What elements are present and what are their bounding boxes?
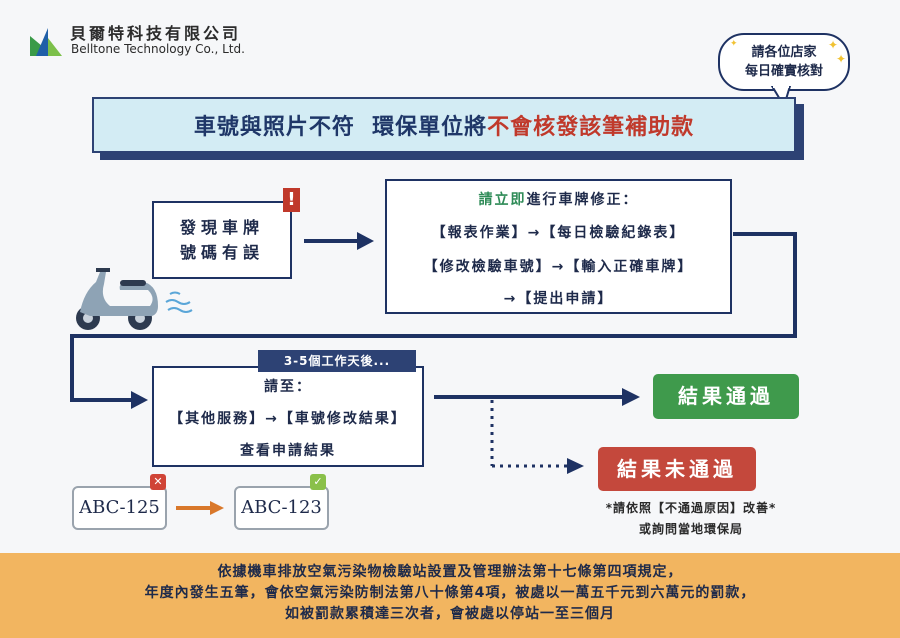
- step1-line-1: 發現車牌: [179, 218, 264, 237]
- bubble-line-1: 請各位店家: [751, 45, 817, 60]
- correct-plate: ABC-123: [234, 486, 329, 530]
- regulation-footer: 依據機車排放空氣污染物檢驗站設置及管理辦法第十七條第四項規定， 年度內發生五筆，…: [0, 553, 900, 638]
- step2-lead-rest: 進行車牌修正：: [526, 192, 639, 208]
- step-found-plate-error: 發現車牌 號碼有誤: [152, 201, 292, 279]
- fail-note-line-1: *請依照【不通過原因】改善*: [605, 501, 777, 515]
- step-check-result: 請至： 【其他服務】→【車號修改結果】 查看申請結果: [152, 366, 424, 467]
- company-logo-icon: [30, 28, 62, 56]
- step2-line-2: 【修改檢驗車號】→【輸入正確車牌】: [423, 259, 694, 275]
- wrong-x-icon: ✕: [150, 474, 166, 490]
- step2-line-3: →【提出申請】: [503, 291, 614, 307]
- sparkle-icon: ✦: [730, 39, 738, 49]
- scooter-icon: [76, 268, 193, 330]
- step3-line-1: 請至：: [264, 379, 312, 395]
- exclamation-icon: !: [283, 188, 300, 212]
- result-pass-badge: 結果通過: [653, 374, 799, 419]
- footer-line-1: 依據機車排放空氣污染物檢驗站設置及管理辦法第十七條第四項規定，: [217, 564, 683, 580]
- step3-line-3: 查看申請結果: [240, 443, 336, 459]
- company-name-en: Belltone Technology Co., Ltd.: [71, 42, 245, 56]
- step2-lead: 請立即進行車牌修正：: [387, 189, 730, 209]
- banner-text: 車號與照片不符 環保單位將: [193, 115, 488, 140]
- fail-note: *請依照【不通過原因】改善* 或詢問當地環保局: [575, 498, 807, 540]
- step2-line-1: 【報表作業】→【每日檢驗紀錄表】: [431, 225, 686, 241]
- step1-line-2: 號碼有誤: [179, 243, 264, 262]
- sparkle-icon: ✦: [828, 38, 839, 52]
- title-banner: 車號與照片不符 環保單位將 不會核發該筆補助款: [92, 97, 796, 153]
- banner-warning-text: 不會核發該筆補助款: [487, 115, 695, 140]
- footer-line-2: 年度內發生五筆，會依空氣污染防制法第八十條第4項，被處以一萬五千元到六萬元的罰款…: [144, 585, 756, 601]
- sparkle-icon: ✦: [836, 52, 847, 66]
- waiting-period-tag: 3-5個工作天後...: [258, 350, 416, 372]
- fail-note-line-2: 或詢問當地環保局: [638, 522, 743, 536]
- company-name-zh: 貝爾特科技有限公司: [70, 24, 242, 43]
- step-correct-plate: 請立即進行車牌修正： 【報表作業】→【每日檢驗紀錄表】 【修改檢驗車號】→【輸入…: [385, 179, 732, 314]
- correct-check-icon: ✓: [310, 474, 326, 490]
- step2-lead-highlight: 請立即: [478, 192, 527, 208]
- footer-line-3: 如被罰款累積達三次者，會被處以停站一至三個月: [285, 606, 615, 622]
- step3-line-2: 【其他服務】→【車號修改結果】: [169, 411, 407, 427]
- bubble-line-2: 每日確實核對: [744, 64, 823, 79]
- wrong-plate: ABC-125: [72, 486, 167, 530]
- result-fail-badge: 結果未通過: [598, 447, 756, 491]
